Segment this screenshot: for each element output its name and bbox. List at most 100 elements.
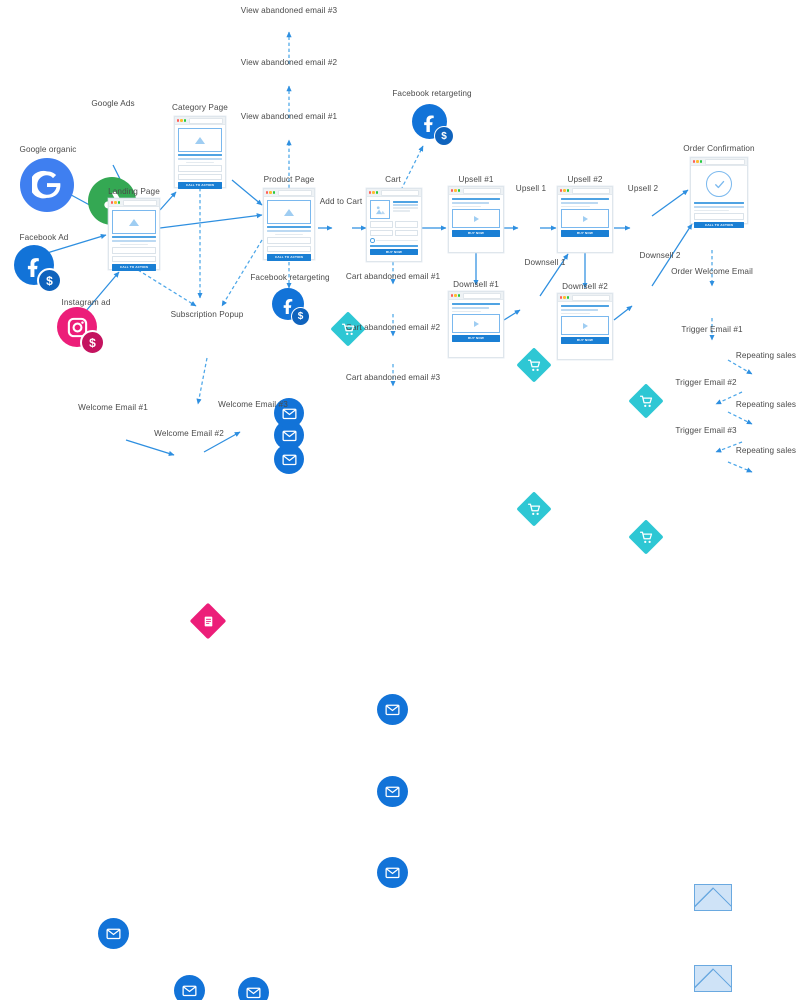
video-player-placeholder[interactable] [452, 314, 500, 334]
text-bar [392, 201, 418, 203]
video-player-placeholder[interactable] [452, 209, 500, 229]
fb-retarget-cart-icon[interactable]: $ [412, 104, 454, 146]
input-field[interactable] [395, 221, 418, 228]
google-g-icon[interactable] [20, 158, 74, 212]
buy-now-button[interactable]: BUY NOW [452, 335, 500, 342]
form-row [370, 229, 418, 236]
fb-retarget-product-icon[interactable]: $ [272, 288, 310, 326]
page-body: BUY NOW [558, 302, 612, 347]
landing-page-mockup[interactable]: CALL TO ACTION [108, 198, 160, 271]
trigger-email-1[interactable] [694, 965, 732, 992]
browser-chrome [558, 294, 612, 302]
cta-button[interactable]: CALL TO ACTION [694, 221, 744, 229]
source-label-google-ads: Google Ads [91, 99, 135, 108]
cart-abandoned-label-1: Cart abandoned email #1 [345, 272, 441, 281]
buy-now-button[interactable]: BUY NOW [370, 248, 418, 256]
input-field[interactable] [178, 165, 222, 172]
step-label-downsell-1: Downsell 1 [524, 258, 566, 267]
page-body: CALL TO ACTION [175, 125, 225, 192]
product-page-mockup[interactable]: CALL TO ACTION [263, 188, 315, 261]
input-field[interactable] [694, 213, 744, 220]
address-bar[interactable] [463, 292, 501, 299]
option-radio[interactable] [370, 238, 418, 243]
order-welcome-email[interactable] [694, 884, 732, 911]
address-bar[interactable] [278, 189, 312, 196]
add-to-cart-step[interactable] [330, 311, 366, 347]
instagram-dollar-icon[interactable]: $ [57, 307, 105, 355]
upsell-2-page-mockup[interactable]: BUY NOW [557, 186, 613, 253]
cta-button[interactable]: CALL TO ACTION [112, 264, 156, 271]
input-field[interactable] [370, 221, 393, 228]
input-field[interactable] [370, 229, 393, 236]
cart-abandoned-email-3[interactable] [377, 857, 408, 888]
repeating-sales-label-1: Repeating sales [735, 351, 797, 360]
welcome-email-1[interactable] [98, 918, 129, 949]
downsell-2-page-mockup[interactable]: BUY NOW [557, 293, 613, 360]
page-body: BUY NOW [367, 197, 421, 258]
facebook-dollar-icon[interactable]: $ [14, 245, 62, 293]
category-page-mockup[interactable]: CALL TO ACTION [174, 116, 226, 189]
source-label-instagram-ad: Instagram ad [61, 298, 111, 307]
cart-abandoned-email-1[interactable] [377, 694, 408, 725]
buy-now-button[interactable]: BUY NOW [561, 337, 609, 344]
address-bar[interactable] [463, 187, 501, 194]
buy-now-button[interactable]: BUY NOW [561, 230, 609, 237]
page-label-downsell-1: Downsell #1 [453, 280, 499, 289]
text-bar [178, 158, 222, 160]
input-field[interactable] [267, 245, 311, 253]
upsell-1-step[interactable] [516, 347, 552, 383]
buy-now-button[interactable]: BUY NOW [452, 230, 500, 237]
address-bar[interactable] [381, 189, 419, 196]
text-bar [112, 240, 156, 242]
minimize-dot-icon [180, 119, 183, 122]
step-label-downsell-2: Downsell 2 [639, 251, 681, 260]
cart-page-mockup[interactable]: BUY NOW [366, 188, 422, 262]
cta-button[interactable]: CALL TO ACTION [178, 182, 222, 189]
address-bar[interactable] [572, 187, 610, 194]
facebook-f-glyph [283, 298, 292, 314]
welcome-email-3[interactable] [238, 977, 269, 1000]
mail-icon [281, 454, 297, 465]
video-player-placeholder[interactable] [561, 316, 609, 336]
order-confirmation-page-mockup[interactable]: CALL TO ACTION [690, 157, 748, 229]
input-field[interactable] [112, 255, 156, 263]
upsell-1-page-mockup[interactable]: BUY NOW [448, 186, 504, 253]
input-field[interactable] [267, 237, 311, 244]
hero-image-placeholder [112, 210, 156, 234]
downsell-2-step[interactable] [628, 519, 664, 555]
video-player-placeholder[interactable] [561, 209, 609, 229]
address-bar[interactable] [189, 117, 223, 124]
retarget-label-product: Facebook retargeting [250, 273, 330, 282]
text-bar [694, 209, 729, 212]
product-thumbnail [370, 200, 390, 219]
address-bar[interactable] [572, 294, 610, 301]
welcome-email-2[interactable] [174, 975, 205, 1000]
google-glyph [32, 170, 61, 199]
close-dot-icon [369, 191, 372, 194]
cart-abandoned-email-2[interactable] [377, 776, 408, 807]
downsell-1-page-mockup[interactable]: BUY NOW [448, 291, 504, 358]
upsell-2-step[interactable] [628, 383, 664, 419]
text-bar [267, 226, 311, 228]
cta-button[interactable]: CALL TO ACTION [267, 254, 311, 261]
address-bar[interactable] [705, 158, 745, 165]
input-field[interactable] [395, 229, 418, 236]
page-body: BUY NOW [449, 300, 503, 345]
text-bar [452, 303, 500, 305]
mail-icon [281, 430, 297, 441]
page-label-upsell-2: Upsell #2 [567, 175, 603, 184]
repeating-sales-label-3: Repeating sales [735, 446, 797, 455]
minimize-dot-icon [454, 294, 457, 297]
downsell-1-step[interactable] [516, 491, 552, 527]
subscription-popup-node[interactable] [189, 602, 227, 640]
input-field[interactable] [178, 173, 222, 181]
welcome-email-label-2: Welcome Email #2 [154, 429, 224, 438]
text-bar [392, 206, 418, 209]
browser-chrome [264, 189, 314, 197]
input-field[interactable] [112, 247, 156, 254]
address-bar[interactable] [123, 199, 157, 206]
maximize-dot-icon [117, 201, 120, 204]
view-abandoned-email-3[interactable] [274, 398, 304, 428]
repeating-sales-label-2: Repeating sales [735, 400, 797, 409]
product-detail-lines [392, 200, 418, 219]
